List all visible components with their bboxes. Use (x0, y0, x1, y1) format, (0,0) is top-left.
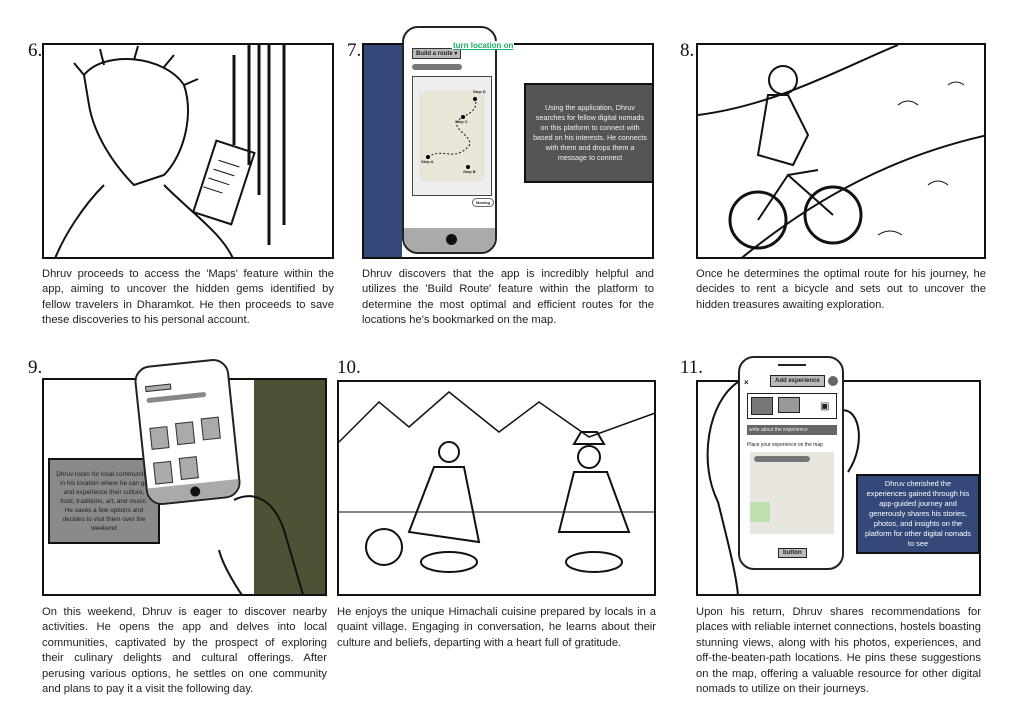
route-phone: Build a route ▾ Step D Step C Step A Ste… (402, 26, 497, 254)
home-button[interactable] (446, 234, 457, 245)
avatar[interactable] (828, 376, 838, 386)
man-on-bicycle-sketch (698, 45, 984, 257)
panel-8-illustration (696, 43, 986, 259)
panel-caption: He enjoys the unique Himachali cuisine p… (337, 606, 656, 649)
map[interactable] (750, 452, 834, 534)
story-callout: Dhruv cherished the experiences gained t… (856, 474, 979, 554)
camera-icon[interactable]: ▣ (820, 401, 830, 412)
panel-number: 7. (347, 40, 362, 61)
man-reading-phone-sketch (54, 45, 286, 257)
search-bar[interactable] (412, 64, 462, 70)
phone-nav-bar (404, 228, 495, 252)
story-callout: Dhruv looks for local communities in his… (48, 458, 160, 544)
panel-caption: Dhruv proceeds to access the 'Maps' feat… (42, 268, 334, 327)
panel-caption: Once he determines the optimal route for… (696, 268, 986, 311)
turn-location-on-link[interactable]: turn location on (452, 41, 515, 50)
story-callout: Using the application, Dhruv searches fo… (524, 83, 652, 183)
add-experience-phone: × Add experience ▣ write about the exper… (738, 356, 844, 570)
close-icon[interactable]: × (744, 378, 749, 387)
communities-phone (132, 357, 243, 507)
village-meal-sketch (339, 391, 654, 573)
panel-number: 6. (28, 40, 43, 61)
moving-mode-button[interactable]: Moving (472, 198, 494, 207)
map-label: Place your experience on the map (747, 442, 823, 448)
panel-caption: On this weekend, Dhruv is eager to disco… (42, 606, 327, 696)
panel-number: 11. (680, 357, 704, 378)
panel-caption: Upon his return, Dhruv shares recommenda… (696, 606, 981, 696)
search-bar[interactable] (146, 391, 207, 404)
panel-6-illustration (42, 43, 334, 259)
panel-10-illustration (337, 380, 656, 596)
panel-number: 9. (28, 357, 43, 378)
panel-number: 8. (680, 40, 695, 61)
panel-caption: Dhruv discovers that the app is incredib… (362, 268, 654, 327)
map[interactable]: Step D Step C Step A Step B (412, 76, 492, 196)
experience-text-field[interactable]: write about the experience (747, 425, 837, 435)
add-experience-button[interactable]: Add experience (770, 375, 825, 387)
navy-background (364, 45, 402, 257)
route-path (426, 97, 477, 169)
panel-number: 10. (337, 357, 361, 378)
build-route-dropdown[interactable]: Build a route ▾ (412, 48, 462, 59)
olive-background (254, 380, 325, 594)
hand-sketch (218, 495, 304, 594)
photo-strip[interactable]: ▣ (747, 393, 837, 419)
submit-button[interactable]: button (778, 548, 807, 558)
